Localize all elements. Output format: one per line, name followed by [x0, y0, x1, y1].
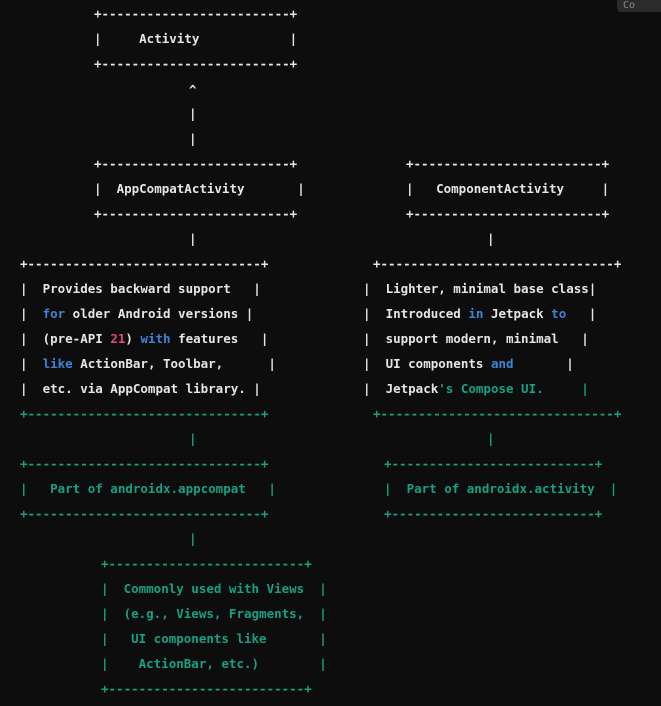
inherit-arrow-head: ^	[189, 82, 197, 97]
views-box-line-4: | ActionBar, etc.) |	[101, 656, 327, 671]
views-box-line-1: | Commonly used with Views |	[101, 581, 327, 596]
component-connector: |	[487, 431, 495, 446]
appcompat-desc-border-top: +-------------------------------+	[20, 256, 269, 271]
appcompat-desc-border-bottom: +-------------------------------+	[20, 406, 269, 421]
appcompat-connector: |	[189, 531, 197, 546]
inherit-arrow-stem: |	[189, 131, 197, 146]
appcompat-pkg-border-top: +-------------------------------+	[20, 456, 269, 471]
component-desc-line-1: | Lighter, minimal base class|	[363, 281, 597, 296]
appcompat-desc-line-3: | (pre-API 21) with features |	[20, 331, 269, 346]
appcompat-pkg-border-bottom: +-------------------------------+	[20, 506, 269, 521]
views-box-border-top: +--------------------------+	[101, 556, 312, 571]
component-pkg-border-top: +---------------------------+	[384, 456, 603, 471]
appcompat-box-label: | AppCompatActivity |	[94, 181, 305, 196]
views-box-line-2: | (e.g., Views, Fragments, |	[101, 606, 327, 621]
component-desc-line-3: | support modern, minimal |	[363, 331, 589, 346]
activity-box-border-bottom: +-------------------------+	[94, 56, 298, 71]
appcompat-desc-line-5: | etc. via AppCompat library. |	[20, 381, 261, 396]
appcompat-desc-line-2: | for older Android versions |	[20, 306, 254, 321]
inherit-arrow-stem: |	[189, 106, 197, 121]
activity-box-label: | Activity |	[94, 31, 298, 46]
views-box-line-3: | UI components like |	[101, 631, 327, 646]
appcompat-connector: |	[189, 231, 197, 246]
views-box-border-bottom: +--------------------------+	[101, 681, 312, 696]
component-box-border-top: +-------------------------+	[406, 156, 610, 171]
activity-box-border-top: +-------------------------+	[94, 6, 298, 21]
component-box-border-bottom: +-------------------------+	[406, 206, 610, 221]
component-pkg-border-bottom: +---------------------------+	[384, 506, 603, 521]
component-desc-line-2: | Introduced in Jetpack to |	[363, 306, 597, 321]
code-tab[interactable]: Co	[617, 0, 661, 12]
component-desc-line-4: | UI components and |	[363, 356, 574, 371]
component-desc-border-bottom: +-------------------------------+	[373, 406, 622, 421]
appcompat-desc-line-1: | Provides backward support |	[20, 281, 261, 296]
component-desc-line-5: | Jetpack's Compose UI. |	[363, 381, 589, 396]
appcompat-connector: |	[189, 431, 197, 446]
component-pkg-label: | Part of androidx.activity |	[384, 481, 618, 496]
component-desc-border-top: +-------------------------------+	[373, 256, 622, 271]
appcompat-desc-line-4: | like ActionBar, Toolbar, |	[20, 356, 276, 371]
appcompat-box-border-top: +-------------------------+	[94, 156, 298, 171]
component-box-label: | ComponentActivity |	[406, 181, 610, 196]
appcompat-pkg-label: | Part of androidx.appcompat |	[20, 481, 276, 496]
component-connector: |	[487, 231, 495, 246]
appcompat-box-border-bottom: +-------------------------+	[94, 206, 298, 221]
